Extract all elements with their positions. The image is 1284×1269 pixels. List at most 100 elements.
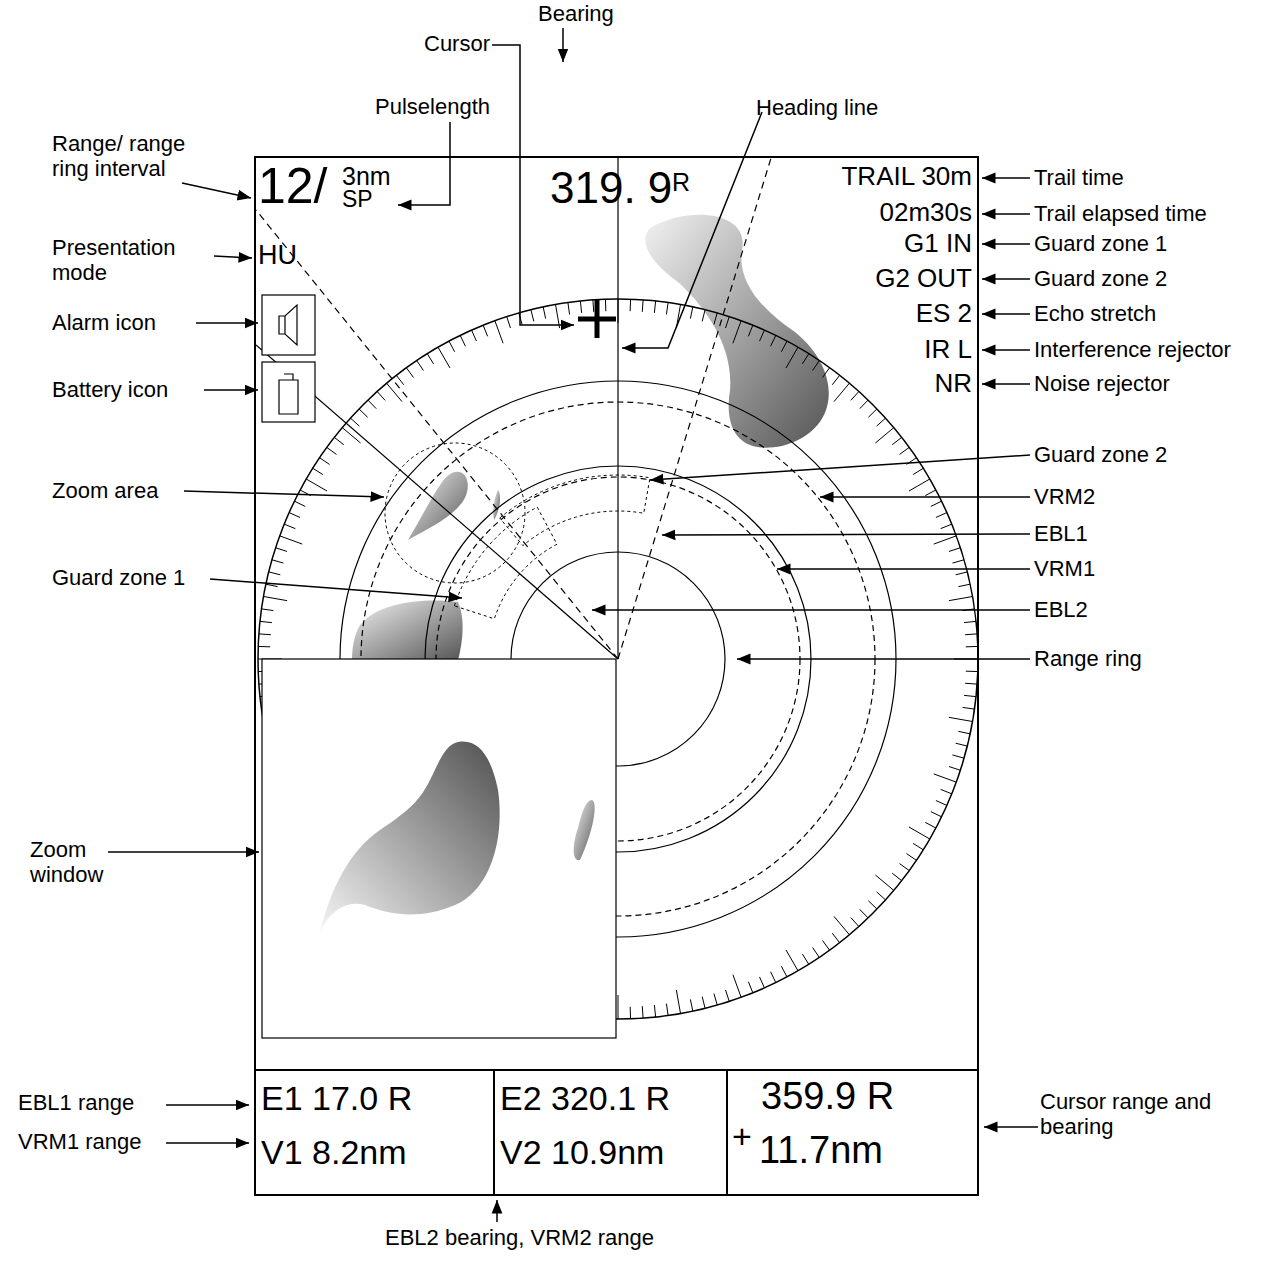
status-text: ES 2 — [916, 299, 972, 328]
scale-tick — [936, 801, 947, 806]
leader-line — [184, 491, 384, 497]
scale-tick — [460, 335, 465, 346]
callout-label: Presentation mode — [52, 236, 212, 285]
guard-zone — [500, 475, 650, 546]
scale-tick — [630, 1007, 631, 1019]
scale-tick — [875, 428, 893, 443]
scale-tick — [284, 524, 295, 528]
readout-text: + — [732, 1118, 752, 1155]
leader-line — [496, 1200, 498, 1222]
ebl1-line — [618, 158, 771, 659]
scale-tick — [934, 536, 957, 544]
callout-label: Noise rejector — [1034, 372, 1170, 397]
callout-label: Trail elapsed time — [1034, 202, 1207, 227]
readout-cell: E2 320.1 RV2 10.9nm — [496, 1072, 726, 1194]
scale-tick — [702, 310, 705, 322]
scale-tick — [860, 400, 868, 409]
scale-tick — [438, 347, 450, 368]
scale-tick — [334, 437, 343, 444]
bearing-readout: 319. 9 — [550, 163, 672, 212]
scale-tick — [907, 854, 917, 861]
scale-tick — [272, 560, 284, 563]
scale-tick — [472, 330, 477, 341]
scale-tick — [953, 755, 965, 758]
battery-symbol — [279, 374, 298, 414]
callout-label: EBL2 bearing, VRM2 range — [385, 1226, 654, 1251]
scale-tick — [931, 501, 942, 506]
callout-label: Bearing — [538, 2, 614, 27]
scale-tick — [531, 310, 534, 322]
scale-tick — [949, 596, 973, 600]
scale-tick — [941, 789, 952, 793]
scale-tick — [543, 307, 545, 319]
scale-tick — [877, 892, 886, 900]
scale-tick — [654, 1005, 655, 1017]
callout-label: EBL2 — [1034, 598, 1088, 623]
scale-tick — [965, 633, 977, 635]
scale-tick — [726, 990, 730, 1001]
leader-line — [984, 1126, 1038, 1128]
scale-tick — [823, 368, 830, 378]
scale-tick — [289, 513, 300, 518]
leader-line — [737, 658, 1030, 660]
scale-tick — [642, 1006, 644, 1018]
heading-line — [617, 158, 618, 659]
callout-label: Guard zone 1 — [1034, 232, 1167, 257]
battery-icon — [262, 362, 315, 422]
leader-line — [108, 851, 259, 853]
leader-line — [820, 496, 1030, 498]
scale-tick — [834, 383, 849, 401]
leader-line — [196, 322, 258, 324]
scale-tick — [956, 572, 968, 575]
leader-line — [662, 534, 1030, 535]
bearing-unit: R — [672, 168, 690, 196]
readout-text: 359.9 R — [761, 1076, 894, 1118]
scale-tick — [781, 341, 787, 352]
scale-tick — [666, 303, 668, 315]
scale-tick — [877, 418, 886, 426]
scale-tick — [417, 361, 424, 371]
zoom-area — [385, 443, 525, 583]
scale-tick — [313, 468, 323, 474]
scale-tick — [936, 513, 947, 518]
scale-tick — [868, 409, 877, 417]
readout-cell: E1 17.0 RV1 8.2nm — [257, 1072, 493, 1194]
scale-tick — [832, 375, 839, 384]
ebl2-line — [256, 345, 618, 659]
scale-tick — [359, 409, 368, 417]
guard-zone — [454, 507, 557, 619]
scale-tick — [949, 767, 960, 771]
land-echo — [645, 215, 828, 448]
leader-line — [210, 579, 462, 598]
callout-label: Trail time — [1034, 166, 1124, 191]
scale-tick — [813, 361, 820, 371]
leader-line — [982, 383, 1030, 385]
scale-tick — [507, 317, 511, 328]
readout-text: V1 8.2nm — [261, 1134, 407, 1171]
callout-label: Battery icon — [52, 378, 168, 403]
presentation-mode: HU — [258, 240, 297, 270]
callout-label: Zoom window — [30, 838, 110, 887]
callout-label: VRM1 range — [18, 1130, 142, 1155]
cursor-symbol — [578, 300, 616, 338]
scale-tick — [748, 325, 752, 336]
readout-text: E2 320.1 R — [500, 1080, 670, 1117]
scale-tick — [802, 954, 808, 964]
scale-tick — [958, 584, 970, 586]
scale-tick — [630, 299, 631, 311]
scale-tick — [642, 300, 644, 312]
scale-tick — [260, 621, 272, 622]
callout-label: Cursor range and bearing — [1040, 1090, 1260, 1139]
callout-label: EBL1 range — [18, 1091, 134, 1116]
callout-label: VRM2 — [1034, 485, 1095, 510]
leader-line — [204, 389, 258, 391]
scale-tick — [964, 621, 976, 622]
scale-tick — [786, 950, 798, 971]
scale-tick — [294, 501, 305, 506]
scale-tick — [258, 646, 270, 647]
scale-tick — [568, 303, 570, 315]
scale-tick — [875, 875, 893, 890]
scale-tick — [913, 468, 923, 474]
scale-tick — [377, 391, 385, 400]
scale-tick — [786, 347, 798, 368]
